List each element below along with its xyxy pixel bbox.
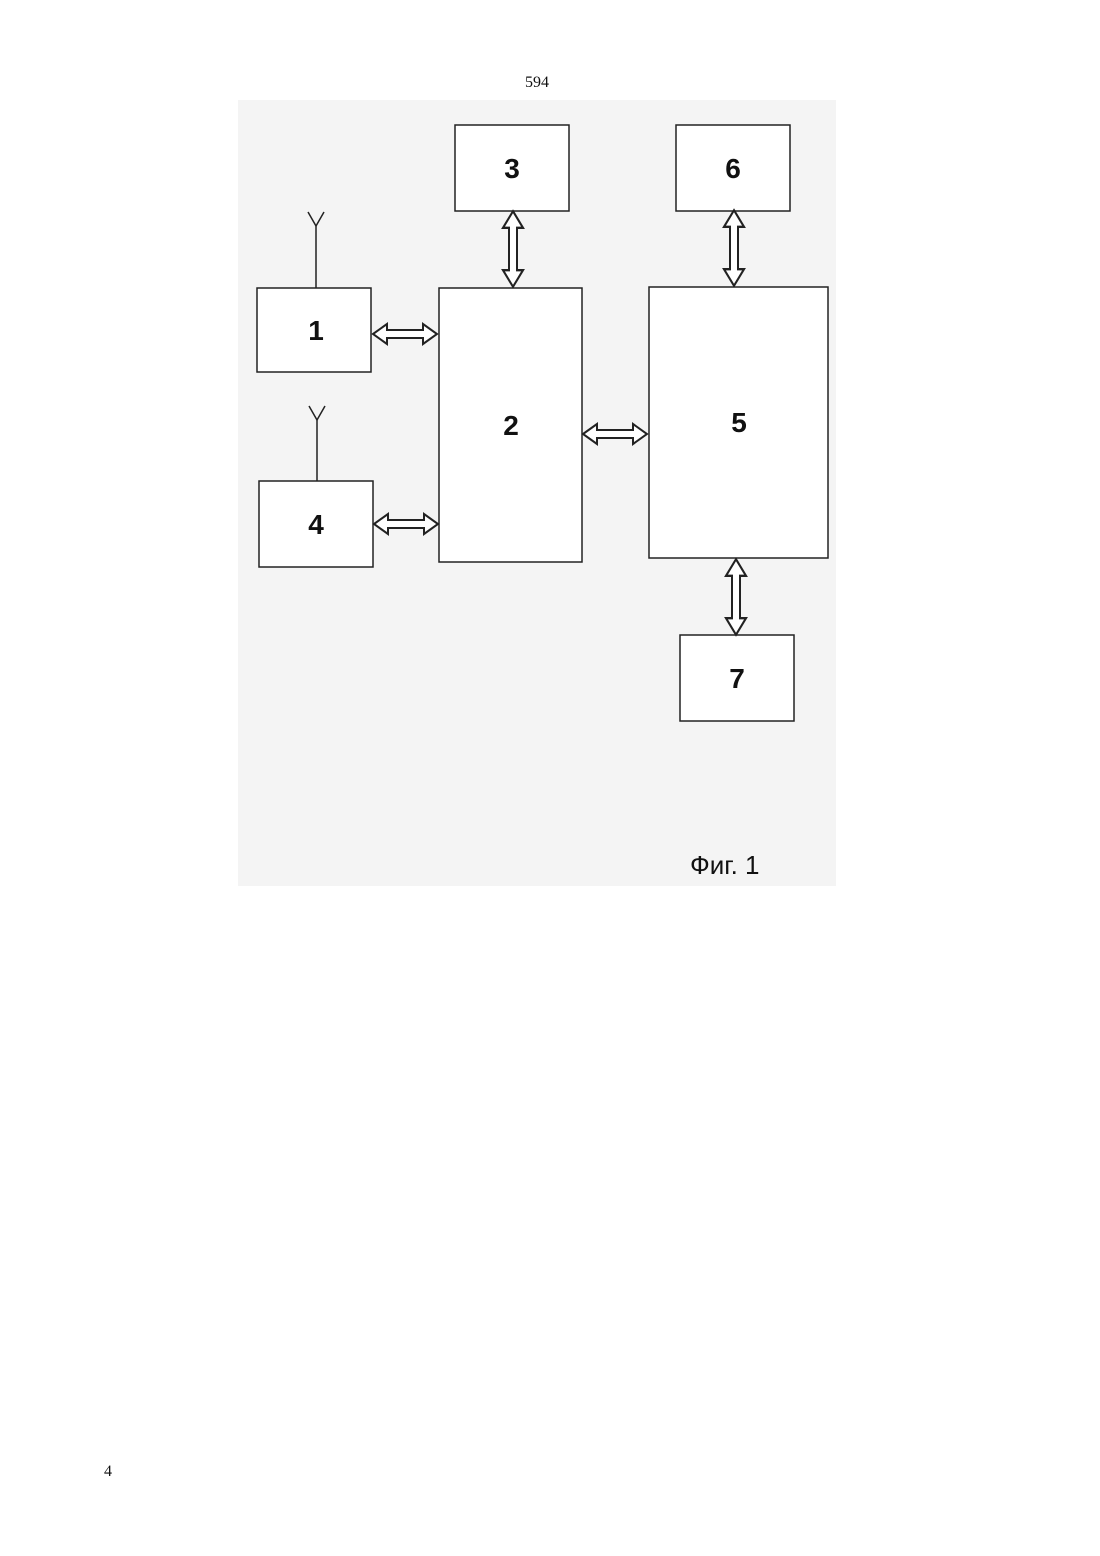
antenna-block-4 — [309, 406, 325, 481]
block-2: 2 — [439, 288, 582, 562]
figure-caption: Фиг. 1 — [690, 850, 760, 881]
block-3: 3 — [455, 125, 569, 211]
arrow-3-2 — [503, 211, 523, 287]
block-2-label: 2 — [503, 410, 519, 441]
block-7-label: 7 — [729, 663, 745, 694]
arrow-5-7 — [726, 559, 746, 635]
block-4: 4 — [259, 481, 373, 567]
block-1: 1 — [257, 288, 371, 372]
arrow-1-2 — [373, 324, 437, 344]
antenna-block-1 — [308, 212, 324, 288]
page-number-bottom: 4 — [104, 1463, 112, 1481]
arrow-4-2 — [374, 514, 438, 534]
block-4-label: 4 — [308, 509, 324, 540]
block-7: 7 — [680, 635, 794, 721]
block-5-label: 5 — [731, 407, 747, 438]
block-6: 6 — [676, 125, 790, 211]
arrow-6-5 — [724, 210, 744, 286]
block-3-label: 3 — [504, 153, 520, 184]
block-6-label: 6 — [725, 153, 741, 184]
block-5: 5 — [649, 287, 828, 558]
arrow-2-5 — [583, 424, 647, 444]
block-1-label: 1 — [308, 315, 324, 346]
